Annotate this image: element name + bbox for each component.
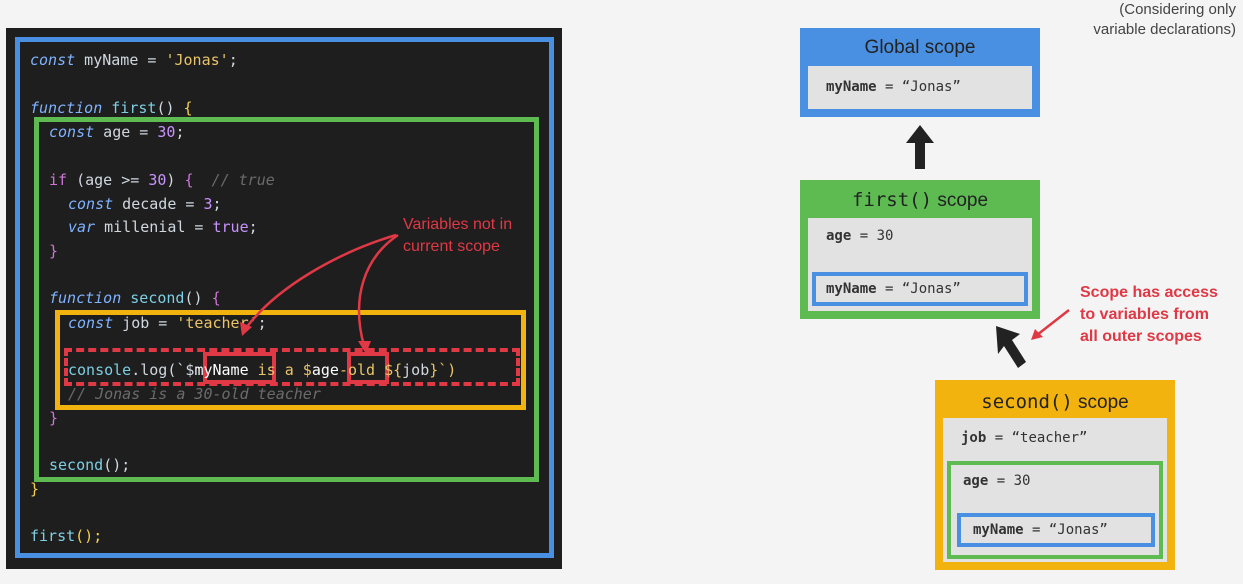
code-line-13: second(); [49, 456, 131, 474]
second-scope-box [55, 310, 526, 410]
age-highlight [347, 352, 389, 384]
not-in-scope-line-2: current scope [403, 238, 500, 255]
arrow-to-myname [245, 233, 397, 329]
note-line-2: variable declarations) [1093, 21, 1236, 38]
access-line-2: to variables from [1080, 306, 1209, 323]
not-in-scope-line-1: Variables not in [403, 216, 513, 233]
global-scope-vars: myName = “Jonas” [808, 66, 1032, 109]
second-scope-diagram: second() scope job = “teacher” age = 30 … [935, 380, 1175, 570]
arrow-to-age [357, 233, 399, 347]
second-scope-vars: job = “teacher” age = 30 myName = “Jonas… [943, 418, 1167, 562]
diagonal-arrow-icon [996, 326, 1026, 368]
first-var-age: age = 30 [826, 228, 894, 244]
second-var-age: age = 30 [963, 473, 1031, 489]
arrow-to-age-head [358, 341, 371, 354]
code-line-5: const decade = 3; [68, 195, 222, 213]
scope-access-annotation: Scope has access to variables from all o… [1080, 282, 1240, 348]
code-line-15: first(); [30, 527, 103, 545]
myname-highlight [203, 352, 276, 384]
code-line-14: } [30, 480, 40, 498]
code-line-6: var millenial = true; [68, 218, 258, 236]
code-line-2: function first() { [30, 99, 193, 117]
second-inherited-first-box: age = 30 myName = “Jonas” [947, 461, 1163, 559]
first-scope-box [34, 117, 539, 482]
up-arrow-icon [906, 125, 934, 169]
second-var-job: job = “teacher” [961, 430, 1088, 446]
code-line-9: const job = 'teacher'; [68, 314, 267, 332]
global-scope-box [15, 37, 554, 558]
access-line-1: Scope has access [1080, 284, 1218, 301]
annotation-arrows [240, 233, 399, 354]
not-in-scope-annotation: Variables not in current scope [403, 214, 563, 258]
access-annotation-arrow [1031, 309, 1070, 340]
first-scope-diagram: first() scope age = 30 myName = “Jonas” [800, 180, 1040, 319]
global-scope-title: Global scope [864, 37, 976, 58]
first-var-myname: myName = “Jonas” [826, 281, 961, 297]
access-line-3: all outer scopes [1080, 328, 1202, 345]
console-log-dashed-box [64, 348, 520, 386]
global-var-myname: myName = “Jonas” [826, 79, 961, 95]
considering-note: (Considering only variable declarations) [1060, 0, 1236, 40]
code-line-12: } [49, 409, 59, 427]
global-scope-diagram: Global scope myName = “Jonas” [800, 28, 1040, 117]
code-panel: const myName = 'Jonas'; function first()… [6, 28, 562, 569]
first-scope-title: first() scope [851, 189, 989, 211]
code-line-10: console.log(`$myName is a $age-old ${job… [68, 361, 457, 379]
first-inherited-myname-box: myName = “Jonas” [812, 272, 1028, 306]
arrow-to-myname-head [240, 322, 252, 336]
second-scope-title: second() scope [981, 391, 1129, 413]
note-line-1: (Considering only [1119, 1, 1236, 18]
second-inherited-myname-box: myName = “Jonas” [957, 513, 1155, 547]
first-scope-vars: age = 30 myName = “Jonas” [808, 218, 1032, 311]
code-line-3: const age = 30; [49, 123, 185, 141]
code-line-8: function second() { [49, 289, 221, 307]
code-line-1: const myName = 'Jonas'; [30, 51, 238, 69]
code-line-7: } [49, 242, 59, 260]
code-line-11: // Jonas is a 30-old teacher [68, 385, 321, 403]
code-line-4: if (age >= 30) { // true [49, 171, 275, 189]
second-var-myname: myName = “Jonas” [973, 522, 1108, 538]
